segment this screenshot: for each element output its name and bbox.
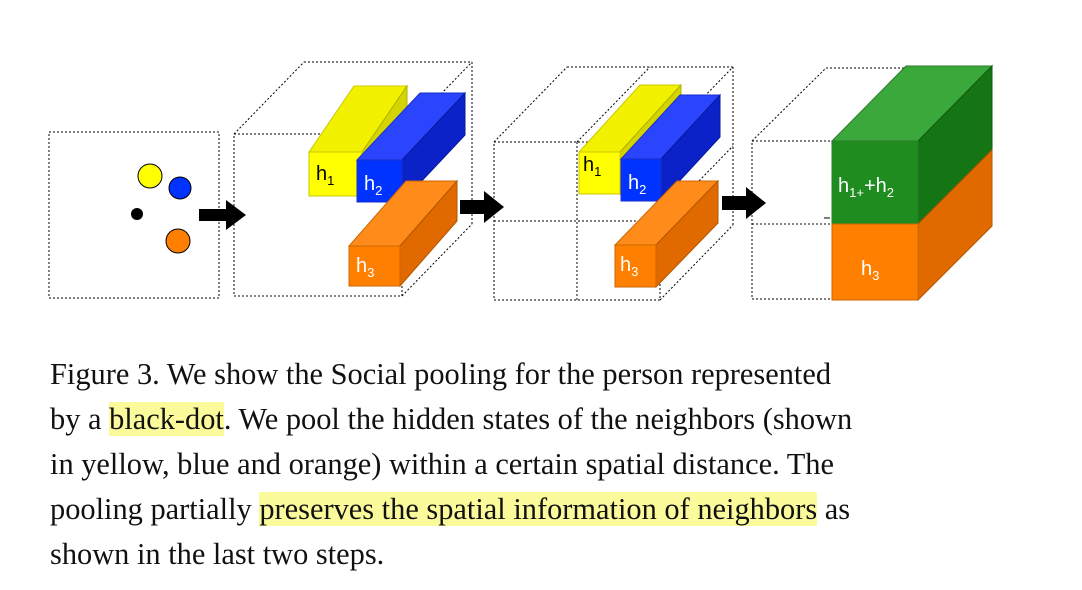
caption-line-4-pre: pooling partially [50, 492, 260, 526]
caption-line-2-pre: by a [50, 402, 110, 436]
caption-line-3: in yellow, blue and orange) within a cer… [50, 447, 834, 481]
highlight-black-dot: black-dot [109, 402, 224, 436]
cube-panel-2: h1 h2 h3 [493, 66, 734, 301]
caption-line-4-post: as [817, 492, 851, 526]
svg-text:h1++h2: h1++h2 [838, 175, 894, 200]
orange-neighbor-dot [165, 228, 191, 254]
h1-h2-pooled-block: h1++h2 [830, 64, 994, 226]
svg-text:h2: h2 [364, 173, 382, 198]
black-dot-person [131, 208, 143, 220]
svg-text:h1: h1 [583, 154, 601, 179]
h2-bar: h2 [619, 93, 722, 203]
caption-line-5: shown in the last two steps. [50, 537, 385, 571]
social-pooling-figure: h1 h2 h3 [48, 61, 994, 302]
yellow-neighbor-dot [137, 163, 163, 189]
cube-panel-1: h1 h2 h3 [233, 61, 473, 297]
arrow-3 [722, 187, 766, 219]
svg-text:h3: h3 [861, 258, 879, 283]
figure-caption: Figure 3. We show the Social pooling for… [50, 352, 1000, 577]
arrow-1 [199, 200, 246, 230]
svg-text:h1: h1 [316, 163, 334, 188]
pooled-cube-panel: h1++h2 h3 [751, 64, 994, 302]
caption-line-2-post: . We pool the hidden states of the neigh… [223, 402, 853, 436]
arrow-2 [460, 191, 504, 223]
svg-text:h3: h3 [356, 255, 374, 280]
highlight-spatial-information: preserves the spatial information of nei… [259, 492, 818, 526]
caption-line-1: Figure 3. We show the Social pooling for… [50, 357, 832, 391]
blue-neighbor-dot [168, 176, 192, 200]
svg-text:h3: h3 [620, 254, 638, 279]
svg-text:h2: h2 [628, 172, 646, 197]
h3-bar: h3 [347, 179, 459, 288]
h3-bar: h3 [613, 179, 720, 289]
h3-pooled-block: h3 [831, 148, 993, 302]
scene-panel [48, 131, 220, 299]
